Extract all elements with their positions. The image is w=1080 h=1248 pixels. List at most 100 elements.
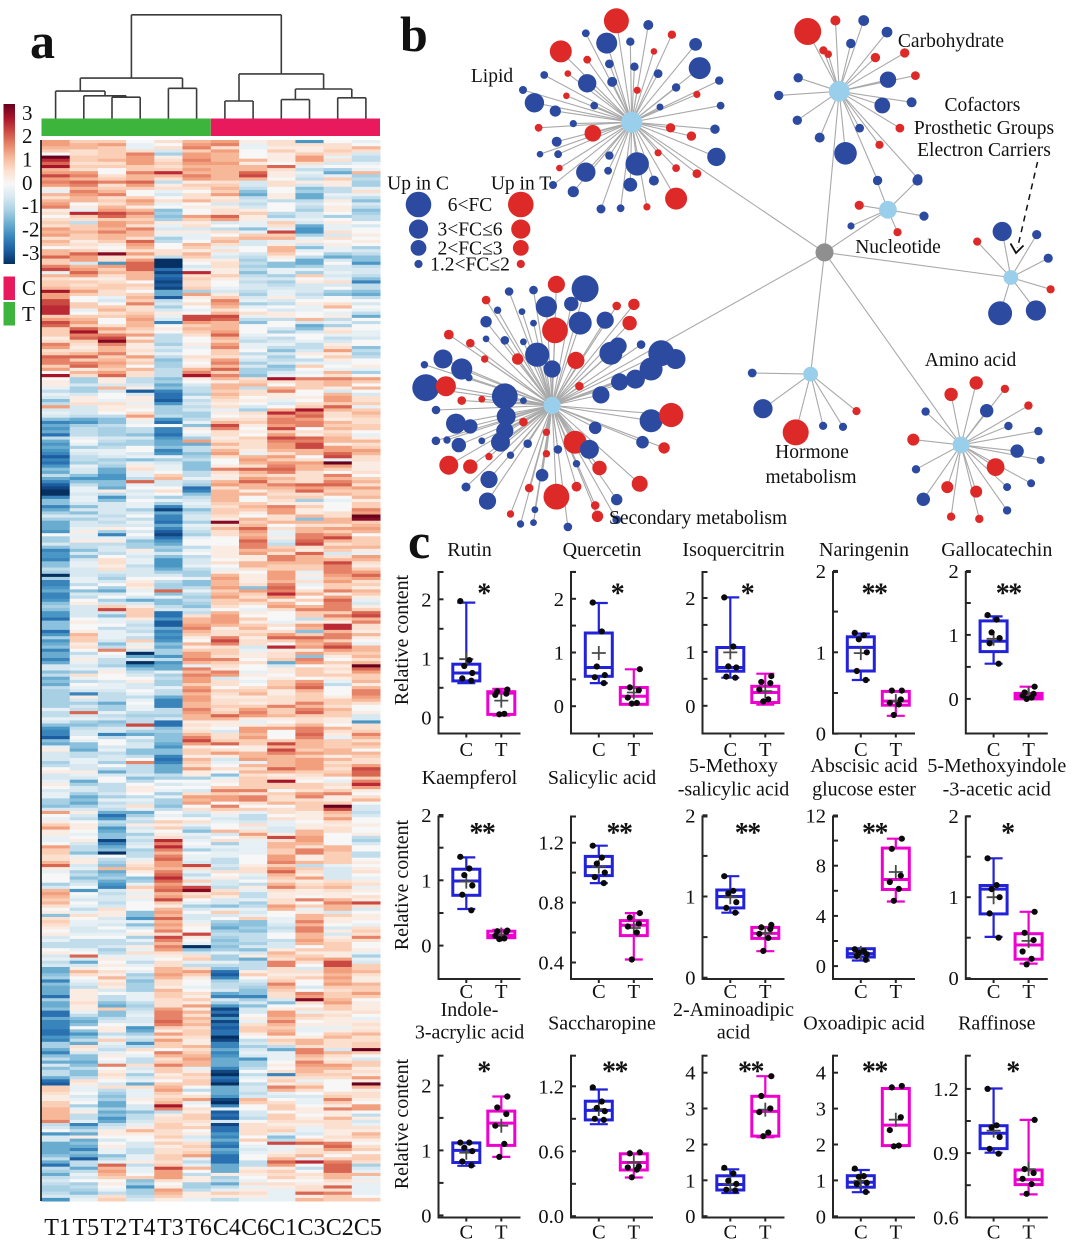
svg-text:1.2: 1.2 <box>538 833 564 855</box>
svg-text:1: 1 <box>685 1170 695 1192</box>
svg-text:1: 1 <box>816 642 826 664</box>
svg-text:T: T <box>22 302 35 326</box>
svg-text:6<FC: 6<FC <box>448 195 493 216</box>
svg-text:Lipid: Lipid <box>471 66 513 87</box>
svg-text:T5: T5 <box>72 1215 99 1241</box>
svg-text:4: 4 <box>816 1063 826 1085</box>
svg-text:T: T <box>1022 981 1035 1003</box>
svg-text:1: 1 <box>685 887 695 909</box>
svg-text:T: T <box>495 1222 508 1244</box>
svg-text:5-Methoxyindole: 5-Methoxyindole <box>927 755 1066 777</box>
svg-text:Hormone: Hormone <box>775 442 849 463</box>
svg-text:Prosthetic Groups: Prosthetic Groups <box>914 118 1054 139</box>
svg-text:T: T <box>1022 739 1035 761</box>
svg-text:1: 1 <box>949 887 959 909</box>
svg-text:T3: T3 <box>157 1215 184 1241</box>
svg-text:**: ** <box>862 1057 888 1088</box>
svg-text:0.6: 0.6 <box>538 1141 564 1163</box>
svg-text:C6: C6 <box>241 1215 269 1241</box>
svg-text:Amino acid: Amino acid <box>925 350 1017 371</box>
svg-text:2: 2 <box>816 561 826 583</box>
svg-text:*: * <box>741 579 754 610</box>
svg-text:Gallocatechin: Gallocatechin <box>941 539 1052 561</box>
svg-text:**: ** <box>738 1057 764 1088</box>
svg-text:2: 2 <box>685 588 695 610</box>
svg-text:0: 0 <box>421 936 431 958</box>
svg-text:0: 0 <box>816 956 826 978</box>
svg-text:T: T <box>759 739 772 761</box>
svg-text:2<FC≤3: 2<FC≤3 <box>437 238 502 259</box>
svg-text:C: C <box>459 1222 473 1244</box>
svg-text:Indole-: Indole- <box>441 999 499 1021</box>
svg-text:1: 1 <box>421 1140 431 1162</box>
svg-text:C: C <box>987 1222 1001 1244</box>
svg-text:2: 2 <box>421 1075 431 1097</box>
svg-text:0.4: 0.4 <box>538 953 564 975</box>
svg-text:2: 2 <box>22 124 33 148</box>
svg-text:T: T <box>628 1222 641 1244</box>
svg-text:T: T <box>495 739 508 761</box>
svg-text:C: C <box>592 739 606 761</box>
svg-text:1: 1 <box>816 1170 826 1192</box>
svg-text:metabolism: metabolism <box>766 467 857 488</box>
svg-text:**: ** <box>602 1057 628 1088</box>
svg-text:0.8: 0.8 <box>538 893 564 915</box>
svg-text:-3-acetic acid: -3-acetic acid <box>943 779 1051 801</box>
svg-text:3-acrylic acid: 3-acrylic acid <box>415 1022 524 1044</box>
svg-text:2: 2 <box>816 1135 826 1157</box>
svg-text:C: C <box>723 739 737 761</box>
svg-text:glucose ester: glucose ester <box>812 779 916 801</box>
svg-text:**: ** <box>862 579 888 610</box>
svg-text:-1: -1 <box>22 194 40 218</box>
svg-text:Electron Carriers: Electron Carriers <box>917 140 1051 161</box>
svg-text:1: 1 <box>421 648 431 670</box>
svg-text:0: 0 <box>816 1206 826 1228</box>
svg-text:-3: -3 <box>22 241 40 265</box>
svg-text:2: 2 <box>554 589 564 611</box>
svg-text:T: T <box>759 981 772 1003</box>
svg-text:Saccharopine: Saccharopine <box>548 1013 656 1035</box>
svg-text:C: C <box>723 981 737 1003</box>
svg-text:acid: acid <box>717 1022 750 1044</box>
svg-text:a: a <box>30 13 55 69</box>
svg-text:0: 0 <box>554 696 564 718</box>
svg-text:0: 0 <box>685 1206 695 1228</box>
svg-text:1: 1 <box>421 870 431 892</box>
svg-text:C2: C2 <box>326 1215 354 1241</box>
svg-text:1: 1 <box>685 642 695 664</box>
svg-text:*: * <box>611 579 624 610</box>
svg-text:4: 4 <box>685 1063 695 1085</box>
svg-text:0: 0 <box>685 696 695 718</box>
svg-text:4: 4 <box>816 906 826 928</box>
svg-text:**: ** <box>862 818 888 849</box>
svg-text:C: C <box>854 1222 868 1244</box>
svg-text:Relative content: Relative content <box>391 819 413 950</box>
svg-text:8: 8 <box>816 856 826 878</box>
svg-text:C: C <box>592 1222 606 1244</box>
svg-text:c: c <box>408 513 430 569</box>
svg-text:2: 2 <box>685 1135 695 1157</box>
svg-text:C: C <box>987 739 1001 761</box>
svg-text:C: C <box>592 981 606 1003</box>
svg-text:5-Methoxy: 5-Methoxy <box>689 755 778 777</box>
svg-text:T: T <box>890 1222 903 1244</box>
svg-text:C: C <box>22 276 36 300</box>
svg-text:Carbohydrate: Carbohydrate <box>898 31 1004 52</box>
svg-text:T: T <box>890 981 903 1003</box>
svg-text:1: 1 <box>554 643 564 665</box>
svg-text:1.2<FC≤2: 1.2<FC≤2 <box>430 255 510 276</box>
svg-text:Nucleotide: Nucleotide <box>855 237 941 258</box>
svg-text:**: ** <box>469 818 495 849</box>
svg-text:T2: T2 <box>101 1215 128 1241</box>
svg-text:Secondary metabolism: Secondary metabolism <box>609 508 787 529</box>
svg-text:*: * <box>477 579 490 610</box>
svg-text:0.0: 0.0 <box>538 1206 564 1228</box>
svg-text:2: 2 <box>421 589 431 611</box>
svg-text:C: C <box>854 981 868 1003</box>
svg-text:0: 0 <box>421 1205 431 1227</box>
svg-text:Naringenin: Naringenin <box>819 539 909 561</box>
svg-text:C3: C3 <box>297 1215 325 1241</box>
svg-text:T: T <box>628 981 641 1003</box>
svg-text:0.9: 0.9 <box>933 1143 959 1165</box>
svg-text:12: 12 <box>806 806 827 828</box>
